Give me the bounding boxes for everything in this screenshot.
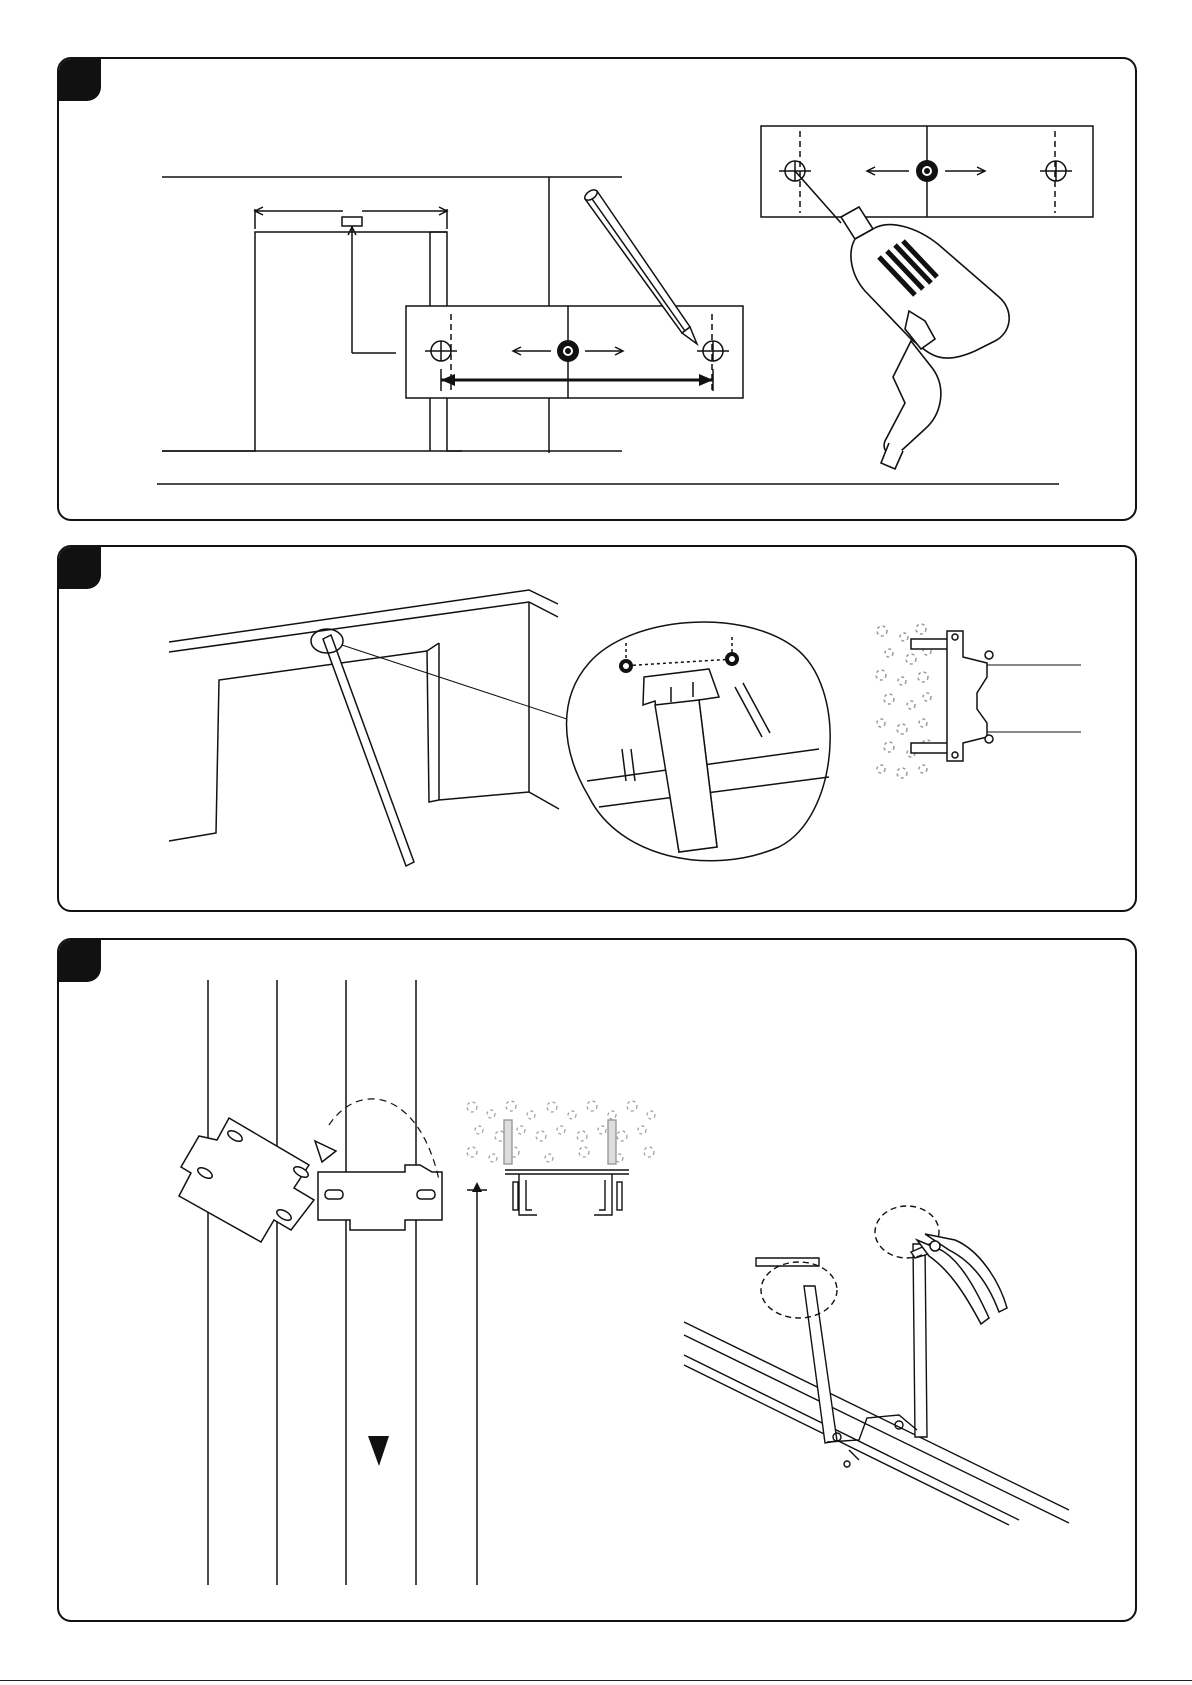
mounting-plate — [318, 1165, 442, 1230]
mounting-plate-rotated — [179, 1118, 314, 1242]
track-hanger — [684, 1206, 1069, 1525]
step-2-panel — [57, 545, 1137, 912]
ceiling-section — [467, 1101, 655, 1162]
track-section — [504, 1120, 629, 1215]
triangle-icon — [315, 1141, 336, 1162]
ceiling-edge — [169, 590, 558, 642]
guide-rail — [323, 635, 414, 866]
step-2-illustration — [59, 547, 1137, 912]
track-guides — [208, 980, 487, 1585]
footer-rule — [0, 1680, 1192, 1681]
pliers-icon — [917, 1234, 1007, 1324]
arrow-down-icon — [368, 1436, 389, 1466]
step-1-panel — [57, 57, 1137, 521]
door-opening — [169, 651, 439, 841]
bracket-marker — [342, 217, 362, 226]
step-1-illustration — [59, 59, 1137, 521]
bracket-section — [911, 631, 1081, 761]
step-3-panel — [57, 938, 1137, 1622]
step-3-illustration — [59, 940, 1137, 1622]
